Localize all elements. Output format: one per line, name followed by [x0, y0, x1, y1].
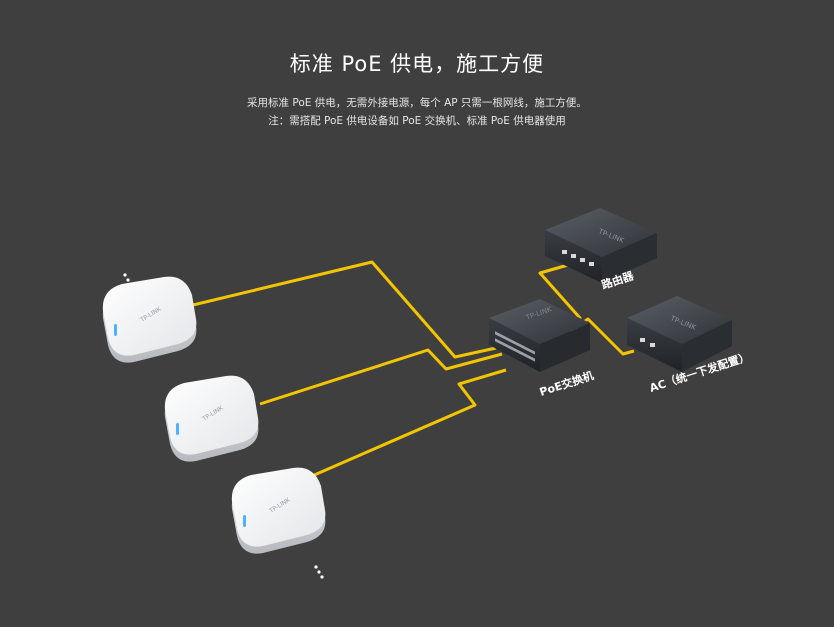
poe-switch-device: TP-LINK: [489, 299, 590, 372]
cable-ap3-switch: [311, 368, 507, 478]
ap-led-indicator: [243, 515, 246, 527]
ap-led-indicator: [176, 423, 179, 435]
ac-ports: [640, 338, 655, 347]
access-point-3: TP-LINK: [231, 467, 326, 554]
cable-ap1-switch: [192, 260, 497, 359]
router-device: TP-LINK: [545, 208, 657, 283]
cable-lines: [192, 260, 635, 478]
access-point-1: TP-LINK: [102, 276, 197, 363]
cable-ap2-switch: [259, 348, 503, 406]
switch-ports: [495, 331, 535, 362]
page-title: 标准 PoE 供电，施工方便: [289, 52, 545, 76]
more-aps-dots-top: [123, 273, 133, 287]
description-line-1: 采用标准 PoE 供电，无需外接电源，每个 AP 只需一根网线，施工方便。: [247, 97, 587, 109]
poe-switch-label: PoE交换机: [538, 368, 596, 399]
ac-controller-device: TP-LINK: [627, 296, 732, 372]
more-aps-dots-bottom: [314, 565, 324, 579]
access-point-2: TP-LINK: [164, 375, 259, 462]
description-line-2: 注：需搭配 PoE 供电设备如 PoE 交换机、标准 PoE 供电器使用: [268, 115, 566, 127]
router-ports: [562, 250, 594, 266]
ap-led-indicator: [114, 324, 117, 336]
